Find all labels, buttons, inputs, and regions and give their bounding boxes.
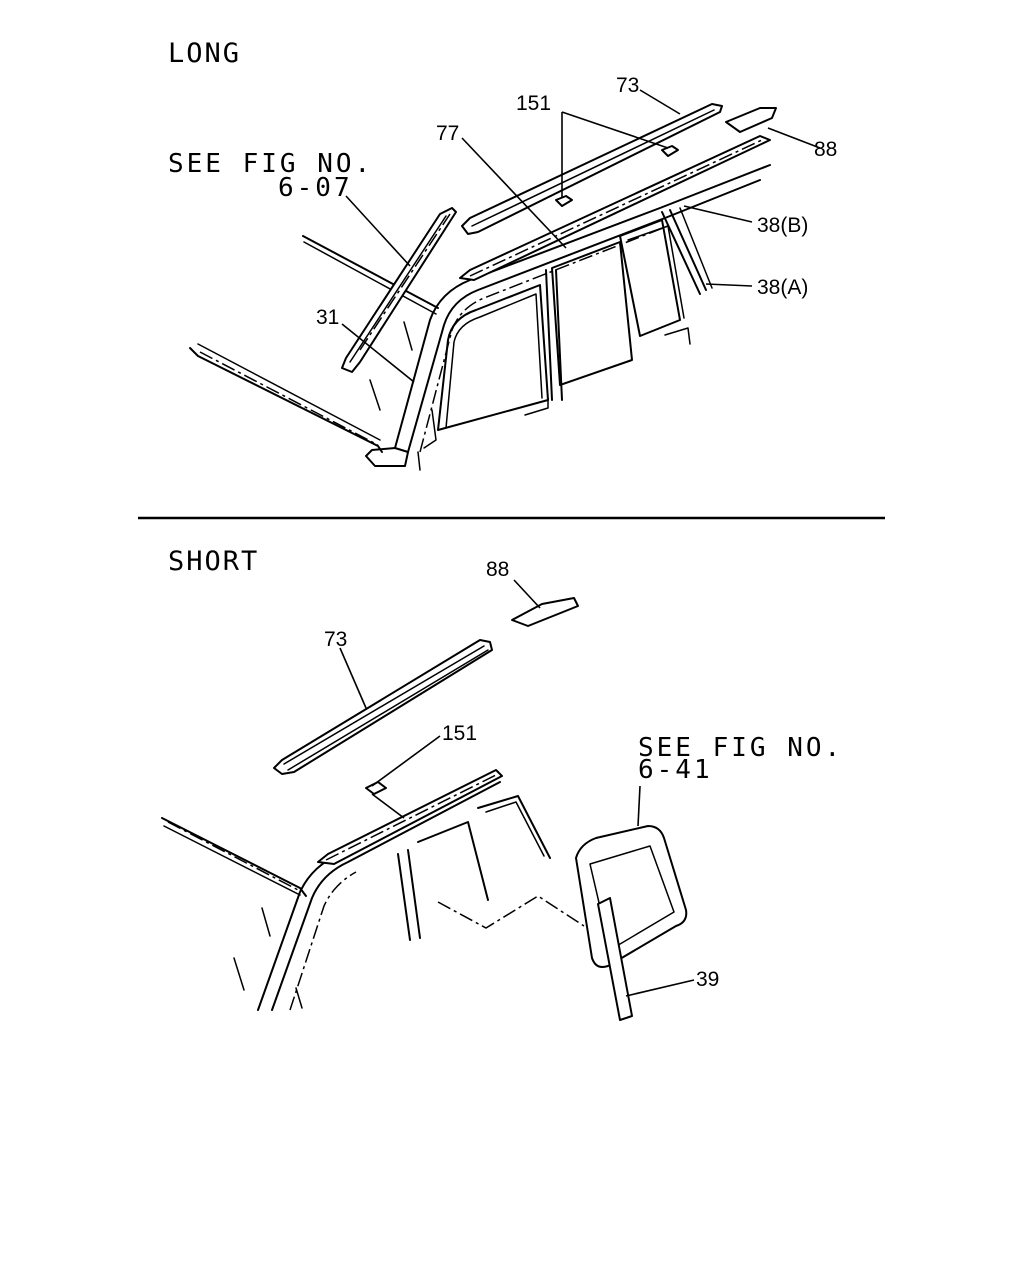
short-part-39-molding	[597, 897, 633, 1021]
long-leader-lines	[341, 89, 821, 383]
long-callout-73: 73	[616, 74, 639, 97]
short-leader-lines	[339, 579, 695, 997]
long-section: LONG SEE FIG NO. 6-07	[168, 38, 837, 471]
short-callout-88: 88	[486, 558, 509, 581]
long-see-fig-line1: SEE FIG NO.	[168, 149, 373, 179]
long-section-title: LONG	[168, 38, 241, 69]
short-see-fig-line2: 6-41	[638, 755, 713, 785]
short-vehicle-body	[161, 771, 585, 1011]
long-part-151-clip-a	[555, 195, 573, 207]
long-callout-151: 151	[516, 92, 551, 115]
short-section-title: SHORT	[168, 546, 259, 577]
short-part-88-end-cap	[511, 597, 579, 627]
short-see-fig-line1: SEE FIG NO.	[638, 733, 843, 763]
long-callout-31: 31	[316, 306, 339, 329]
short-drip-molding	[317, 769, 503, 865]
short-callout-39: 39	[696, 968, 719, 991]
long-part-151-clip-b	[661, 145, 679, 157]
short-quarter-window	[575, 825, 688, 968]
long-callout-38a: 38(A)	[757, 276, 808, 299]
short-callout-151: 151	[442, 722, 477, 745]
long-vehicle-body	[189, 164, 771, 471]
long-part-88-end-cap	[725, 107, 777, 133]
long-callout-88: 88	[814, 138, 837, 161]
long-see-fig-line2: 6-07	[278, 173, 353, 203]
short-callout-73: 73	[324, 628, 347, 651]
short-section: SHORT SEE FIG NO. 6-41	[161, 546, 843, 1021]
long-callout-77: 77	[436, 122, 459, 145]
long-callout-38b: 38(B)	[757, 214, 808, 237]
